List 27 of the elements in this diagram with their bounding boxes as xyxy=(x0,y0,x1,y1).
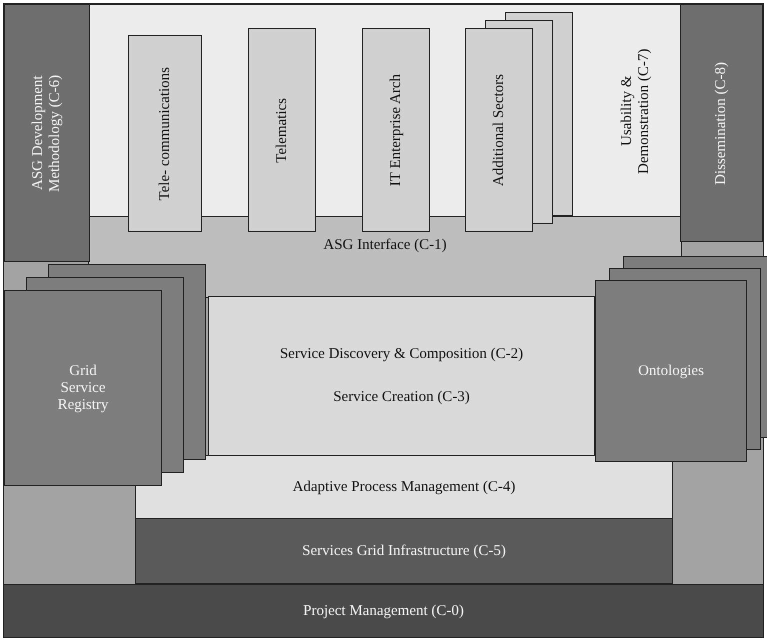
layer-label: IT Enterprise Arch xyxy=(388,74,404,186)
layer-label: Services Grid Infrastructure (C-5) xyxy=(302,542,506,560)
layer-label: ASG Development Methodology (C-6) xyxy=(30,73,64,194)
layer-label: Service Discovery & Composition (C-2) xyxy=(280,346,524,363)
layer-band xyxy=(3,584,764,638)
layer-band xyxy=(208,296,595,456)
stacked-card xyxy=(595,280,747,462)
layer-label: Usability & Demonstration (C-7) xyxy=(619,47,653,176)
layer-label: Ontologies xyxy=(638,362,704,380)
sector-column xyxy=(362,28,430,232)
layer-label: Project Management (C-0) xyxy=(303,602,464,620)
layer-label: Tele- communications xyxy=(156,66,174,200)
layer-label: Service Creation (C-3) xyxy=(333,389,470,406)
sector-column xyxy=(248,28,316,232)
layer-label: ASG Interface (C-1) xyxy=(323,237,447,254)
layer-band xyxy=(135,518,673,584)
layer-label: Additional Sectors xyxy=(490,74,508,186)
layer-label: Adaptive Process Management (C-4) xyxy=(292,478,516,496)
sector-column xyxy=(465,28,533,232)
side-band xyxy=(4,4,90,262)
layer-label: Grid Service Registry xyxy=(56,362,110,414)
layer-label: Telematics xyxy=(274,98,290,162)
stacked-card xyxy=(4,290,162,486)
sector-column xyxy=(128,35,202,232)
side-band xyxy=(680,4,763,242)
layer-band xyxy=(135,455,673,519)
layer-label: Dissemination (C-8) xyxy=(713,62,730,184)
